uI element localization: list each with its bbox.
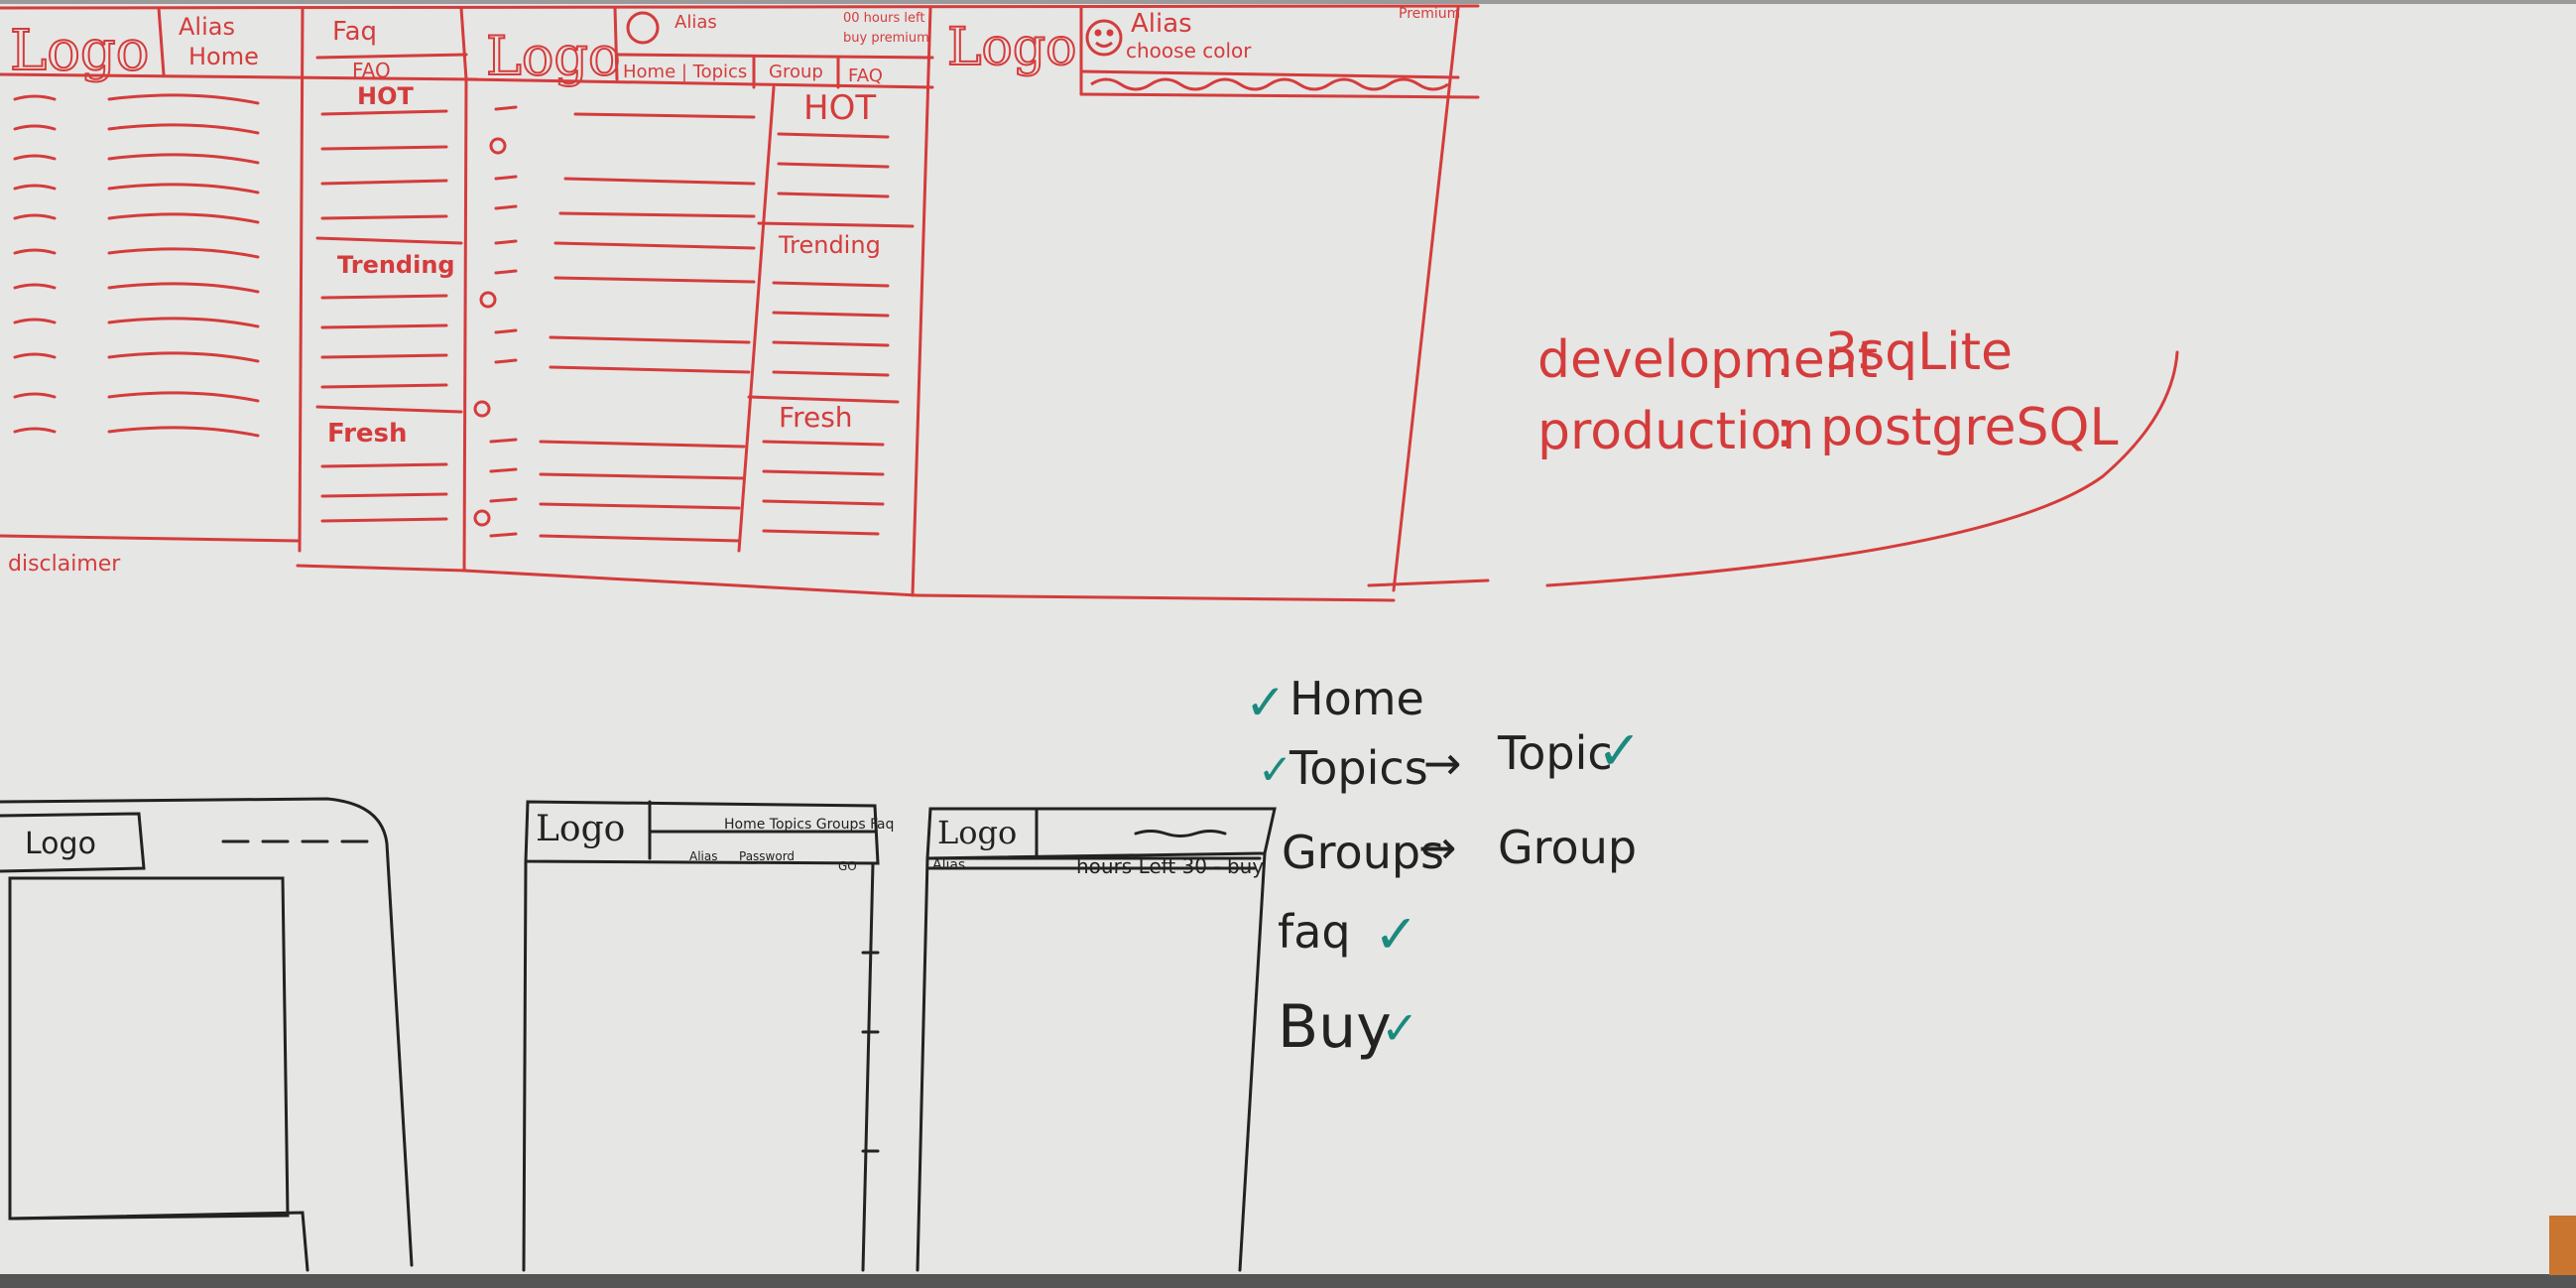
bframe2-nav: Home Topics Groups Faq [724,817,894,833]
frame1-logo: Logo [10,19,149,83]
frame1-disclaimer: disclaimer [8,552,121,577]
bframe3-hours-left: hours Left 30 - buy [1076,854,1264,878]
frame2-alias: Alias [675,12,717,33]
db-notes: development : 3sqLite production : postg… [1537,322,2118,461]
frame2-sec-hot: HOT [803,88,876,128]
arrow-groups: → [1418,821,1457,874]
check-topics-icon: ✓ [1258,745,1292,794]
board-top-edge [0,0,2576,4]
bframe3-logo: Logo [937,814,1017,851]
frame2-buy-premium: buy premium [843,31,929,46]
frame3-premium: Premium [1399,6,1460,22]
item-home: Home [1289,672,1424,725]
frame1-faq2: FAQ [352,59,391,82]
note-development-label: development [1537,330,1878,390]
frame3-logo: Logo [947,18,1076,77]
check-home-icon: ✓ [1245,674,1287,731]
bframe3-alias: Alias [932,857,965,873]
bframe2-password: Password [739,849,795,863]
bframe2-alias: Alias [689,849,717,863]
frame1-sec-hot: HOT [357,82,414,110]
frame2-logo: Logo [486,25,620,87]
frame2-nav-faq: FAQ [848,65,883,86]
frame2-nav-home-topics: Home | Topics [623,62,747,82]
item-topic: Topic [1497,726,1613,780]
note-production-label: production [1537,402,1814,461]
frame2-sec-fresh: Fresh [779,401,853,434]
item-group: Group [1498,821,1637,874]
check-topic-icon: ✓ [1597,719,1642,782]
frame3-choose-color: choose color [1126,39,1252,63]
bframe2-logo: Logo [536,809,625,849]
checklist: ✓ Home ✓ Topics → Topic ✓ Groups → Group… [1245,672,1642,1062]
frame2-hours-left: 00 hours left [843,11,924,26]
black-wireframes [0,797,1277,1272]
board-corner-mark [2549,1216,2576,1275]
item-groups: Groups [1282,826,1444,879]
frame2-sec-trending: Trending [778,231,881,259]
board-tray [0,1274,2576,1288]
item-faq: faq [1278,905,1351,959]
frame1-faq1: Faq [332,17,377,47]
frame1-sec-fresh: Fresh [327,419,408,449]
frame1-alias: Alias [179,13,235,41]
note-production-value: postgreSQL [1820,398,2118,457]
note-development-value: 3sqLite [1825,322,2013,382]
frame2-list-lines [473,105,890,543]
frame1-sec-trending: Trending [337,251,455,279]
frame1-home: Home [188,43,259,70]
frame2-nav-group: Group [769,62,823,82]
frame3-wavy-line [1090,77,1449,91]
check-faq-icon: ✓ [1374,903,1418,966]
bframe2-go: GO [838,859,857,873]
item-buy: Buy [1278,992,1392,1062]
avatar-icon-frame2 [626,11,660,45]
check-buy-icon: ✓ [1381,1001,1419,1055]
red-wireframes [0,4,2179,602]
arrow-topics: → [1423,736,1462,790]
note-development-sep: : [1776,328,1793,388]
avatar-icon [1085,19,1123,57]
bframe1-logo: Logo [25,827,96,861]
frame1-list-lines [13,93,448,523]
frame3-alias: Alias [1131,9,1192,39]
item-topics: Topics [1288,741,1428,795]
note-production-sep: : [1776,400,1793,459]
